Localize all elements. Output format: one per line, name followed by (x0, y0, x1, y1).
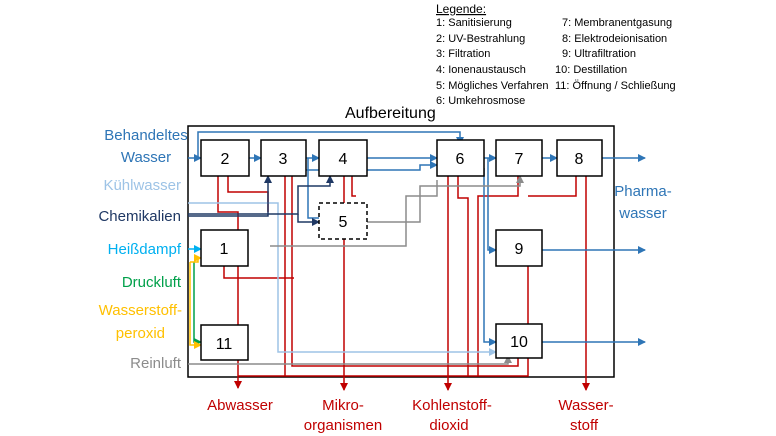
waste-line (528, 176, 577, 197)
water-line (483, 168, 497, 346)
legend-item: 1: Sanitisierung (436, 17, 512, 29)
output-label-carbon-dioxide: Kohlenstoff- (412, 397, 492, 414)
input-label-hydrogen-peroxide: peroxid (116, 325, 165, 342)
legend-title: Legende: (436, 2, 486, 16)
output-label-microorganisms: Mikro- (322, 397, 364, 414)
peroxide-line (189, 262, 202, 349)
water-line (487, 158, 497, 254)
input-label-treated-water: Wasser (121, 149, 171, 166)
waste-line (457, 176, 469, 376)
input-label-hot-steam: Heißdampf (108, 241, 182, 258)
chemical-flows (188, 175, 334, 226)
legend-item: 2: UV-Bestrahlung (436, 33, 525, 45)
process-box-1 (200, 229, 249, 267)
water-line (197, 131, 464, 158)
process-box-11 (200, 324, 249, 361)
input-label-clean-air: Reinluft (130, 355, 182, 372)
water-line (307, 158, 319, 219)
process-box-label: 2 (221, 151, 230, 168)
input-label-cooling-water: Kühlwasser (103, 177, 181, 194)
chemical-line (188, 175, 272, 217)
blue-flows (188, 131, 646, 346)
utility-flows (188, 245, 202, 349)
waste-line (227, 176, 269, 212)
legend-item: 4: Ionenaustausch (436, 64, 526, 76)
cooling-line (188, 202, 497, 356)
system-boundary (187, 125, 615, 378)
air-line (367, 175, 524, 223)
legend-item: 8: Elektrodeionisation (562, 33, 667, 45)
input-label-treated-water: Behandeltes (104, 127, 187, 144)
process-box-8 (556, 139, 603, 177)
output-label-hydrogen: Wasser- (558, 397, 613, 414)
legend-item: 11: Öffnung / Schließung (555, 80, 676, 92)
output-label-pharma-water: Pharma- (614, 183, 672, 200)
process-box-10 (495, 323, 543, 359)
waste-line (238, 356, 529, 377)
process-box-label: 1 (220, 241, 229, 258)
waste-line (217, 176, 242, 389)
process-box-label: 4 (339, 151, 348, 168)
output-label-pharma-water: wasser (618, 205, 667, 222)
waste-line (351, 176, 356, 197)
process-box-label: 7 (515, 151, 524, 168)
air-supply-line (193, 262, 202, 346)
legend-item: 10: Destillation (555, 64, 627, 76)
air-line (270, 180, 438, 247)
input-label-compressed-air: Druckluft (122, 274, 182, 291)
waste-line (291, 176, 519, 367)
legend-item: 5: Mögliches Verfahren (436, 80, 549, 92)
chemical-line (297, 214, 320, 226)
process-box-3 (260, 139, 307, 177)
process-box-label: 10 (510, 334, 528, 351)
process-box-label: 3 (279, 151, 288, 168)
diagram-title: Aufbereitung (345, 105, 436, 122)
process-box-6 (436, 139, 485, 177)
process-box-label: 5 (339, 214, 348, 231)
output-label-waste-water: Abwasser (207, 397, 273, 414)
output-labels: Pharma- wasser Abwasser Mikro- organisme… (207, 183, 672, 434)
process-box-5 (318, 202, 368, 240)
process-box-4 (318, 139, 368, 177)
input-label-hydrogen-peroxide: Wasserstoff- (99, 302, 182, 319)
output-label-carbon-dioxide: dioxid (429, 417, 468, 434)
process-box-7 (495, 139, 543, 177)
process-box-label: 9 (515, 241, 524, 258)
input-label-chemicals: Chemikalien (98, 208, 181, 225)
legend-item: 9: Ultrafiltration (562, 48, 636, 60)
process-box-label: 8 (575, 151, 584, 168)
peroxide-line (190, 254, 202, 263)
process-box-9 (495, 229, 543, 267)
legend-item: 6: Umkehrosmose (436, 95, 525, 107)
process-box-2 (200, 139, 250, 177)
process-boxes: 2 3 4 5 6 7 8 1 9 10 11 (200, 139, 603, 361)
chemical-line (188, 175, 334, 215)
legend-item: 7: Membranentgasung (562, 17, 672, 29)
process-box-label: 11 (216, 336, 233, 353)
cooling-flows (188, 202, 497, 356)
output-label-microorganisms: organismen (304, 417, 382, 434)
waste-line (223, 266, 294, 279)
red-flows (217, 176, 590, 391)
legend-item: 3: Filtration (436, 48, 490, 60)
process-box-label: 6 (456, 151, 465, 168)
output-label-hydrogen: stoff (570, 417, 599, 434)
input-labels: Behandeltes Wasser Kühlwasser Chemikalie… (98, 127, 187, 372)
